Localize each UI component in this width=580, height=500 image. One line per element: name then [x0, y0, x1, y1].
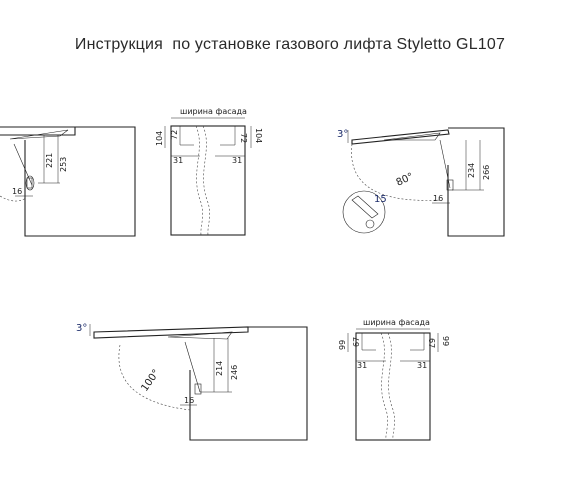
dim-253: 253: [59, 157, 68, 172]
lift-mount: [446, 179, 454, 191]
facade-break-line-1: [195, 125, 203, 236]
open-facade: [0, 126, 76, 136]
dim-16: 16: [184, 396, 194, 405]
cabinet-body: [24, 126, 136, 237]
dim-31-right: 31: [232, 156, 242, 165]
dim-99-right: 99: [441, 336, 450, 346]
opening-arc: [351, 143, 441, 201]
diagram-bottom-left: 3° 100° 214 246 16: [76, 323, 308, 441]
open-angle-label: 100°: [139, 368, 162, 394]
facade-panel: [355, 332, 431, 441]
lift-mount: [194, 383, 202, 395]
diagram-top-right: 3° 80° 234 266 16 15: [337, 127, 505, 237]
dim-67-left: 67: [352, 337, 361, 347]
detail-zoom-circle: [342, 190, 386, 234]
cabinet-body: [447, 127, 505, 237]
open-facade: [351, 129, 450, 145]
dim-31-left: 31: [173, 156, 183, 165]
facade-panel: [170, 125, 246, 236]
open-facade: [93, 326, 249, 339]
gas-spring: [13, 143, 33, 186]
dim-221: 221: [45, 153, 54, 168]
dim-234: 234: [467, 163, 476, 178]
cabinet-body: [189, 326, 308, 441]
lift-mount: [26, 177, 33, 189]
dim-104-right: 104: [254, 128, 263, 143]
lift-arm: [383, 132, 441, 141]
dim-99-left: 99: [338, 340, 347, 350]
diagram-top-center: ширина фасада 104 72 31 72 104 31: [155, 107, 263, 236]
diagram-top-left: 221 253 16: [0, 126, 136, 237]
dim-104-left: 104: [155, 131, 164, 146]
dim-16: 16: [12, 187, 22, 196]
lift-detail-circle: [25, 175, 35, 191]
facade-width-label: ширина фасада: [180, 107, 247, 116]
facade-break-line-1: [380, 332, 388, 441]
open-angle-label: 80°: [395, 171, 416, 188]
detail-dim-15: 15: [374, 194, 387, 205]
lift-arm: [167, 331, 233, 340]
gas-spring: [184, 341, 201, 393]
lift-arm: [9, 129, 69, 140]
diagram-bottom-right: ширина фасада 99 67 31 67 99 31: [338, 318, 450, 441]
tilt-angle-label: 3°: [76, 323, 87, 334]
detail-hinge: [351, 195, 379, 219]
dim-31-right: 31: [417, 361, 427, 370]
dim-31-left: 31: [357, 361, 367, 370]
dim-246: 246: [230, 365, 239, 380]
dim-16: 16: [433, 194, 443, 203]
dim-266: 266: [482, 165, 491, 180]
facade-break-line-2: [202, 125, 210, 236]
dim-214: 214: [215, 361, 224, 376]
opening-arc: [0, 195, 27, 202]
tilt-angle-label: 3°: [337, 129, 348, 140]
dim-72-right: 72: [239, 133, 248, 143]
opening-arc: [118, 344, 191, 411]
dim-72-left: 72: [170, 130, 179, 140]
facade-width-label: ширина фасада: [363, 318, 430, 327]
page-title: Инструкция по установке газового лифта S…: [74, 36, 506, 53]
gas-spring: [439, 139, 451, 189]
dim-67-right: 67: [427, 338, 436, 348]
detail-pivot: [365, 219, 375, 229]
facade-break-line-2: [387, 332, 395, 441]
